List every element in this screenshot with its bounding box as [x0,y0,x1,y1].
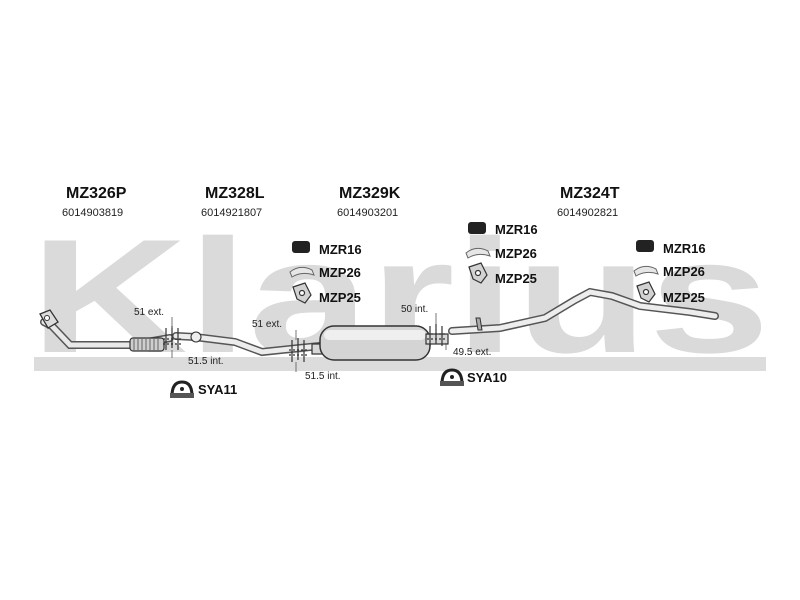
dimension-label: 51.5 int. [305,371,341,382]
bracket-mount-icon [292,262,656,304]
part-number-centre-silencer: 6014903201 [337,207,399,219]
part-code-tail-pipe: MZ324T [560,185,620,202]
mount-label: MZR16 [663,241,706,256]
mount-label: MZP26 [319,265,361,280]
clamp-label-right: SYA10 [467,370,507,385]
dimension-label: 49.5 ext. [453,347,492,358]
joint-marks [163,324,445,362]
mount-label: MZP25 [495,271,537,286]
dimension-label: 51 ext. [252,319,283,330]
tail-pipe [448,287,719,335]
mount-label: MZP26 [495,246,537,261]
mount-label: MZP25 [319,290,361,305]
mount-label: MZR16 [319,242,362,257]
rubber-mount-icon [292,222,654,253]
part-code-front-pipe: MZ326P [66,185,127,202]
watermark-bar [34,357,766,371]
clamp-icon [170,368,464,398]
dimension-label: 50 int. [401,304,429,315]
part-number-front-pipe: 6014903819 [62,207,124,219]
part-code-centre-silencer: MZ329K [339,185,401,202]
dimension-label: 51 ext. [134,307,165,318]
strap-mount-icon [289,247,659,278]
centre-silencer [311,325,449,361]
dimension-leaders [171,313,447,372]
intermediate-pipe [172,331,324,357]
clamp-label-left: SYA11 [198,382,238,397]
mount-label: MZR16 [495,222,538,237]
part-number-tail-pipe: 6014902821 [557,207,619,219]
flex-joint-icon [129,337,165,352]
mount-label: MZP25 [663,290,705,305]
dimension-label: 51.5 int. [188,356,224,367]
part-code-intermediate-pipe: MZ328L [205,185,265,202]
mount-label: MZP26 [663,264,705,279]
part-number-intermediate-pipe: 6014921807 [201,207,263,219]
